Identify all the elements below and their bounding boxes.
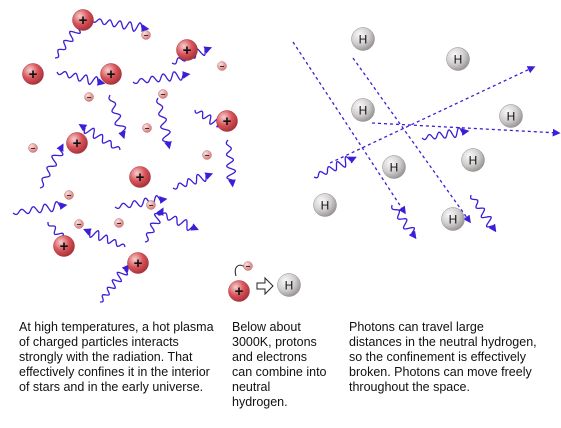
svg-text:−: −	[246, 262, 251, 271]
svg-text:−: −	[87, 93, 92, 102]
hydrogen-atom-icon: H	[277, 273, 301, 297]
svg-text:−: −	[205, 151, 210, 160]
hydrogen-atom-icon: H	[461, 148, 485, 172]
electron-minus-icon: −	[114, 218, 124, 228]
photon-wave-icon	[114, 195, 168, 210]
proton-plus-icon: +	[53, 235, 75, 257]
svg-text:+: +	[134, 255, 143, 272]
recombination-legend: − + H	[228, 261, 301, 302]
photon-wave-icon	[54, 21, 83, 59]
photon-wave-icon	[56, 70, 106, 86]
photon-wave-icon	[144, 207, 164, 243]
svg-text:H: H	[454, 53, 463, 67]
photon-path-line	[292, 41, 406, 215]
electron-minus-icon: −	[146, 200, 156, 210]
electron-minus-icon: −	[217, 61, 227, 71]
photon-wave-icon	[47, 222, 68, 244]
hydrogen-atom-icon: H	[351, 27, 375, 51]
photon-wave-icon	[132, 71, 191, 85]
electron-minus-icon: −	[141, 30, 151, 40]
svg-text:H: H	[359, 104, 368, 118]
svg-text:+: +	[73, 135, 82, 152]
svg-text:−: −	[67, 191, 72, 200]
svg-text:+: +	[235, 283, 244, 300]
svg-text:−: −	[144, 31, 149, 40]
svg-text:+: +	[79, 12, 88, 29]
photon-path-line	[329, 66, 536, 164]
svg-text:H: H	[285, 279, 294, 293]
electron-minus-icon: −	[64, 190, 74, 200]
photon-path-line	[352, 57, 471, 224]
hydrogen-atom-icon: H	[351, 98, 375, 122]
svg-text:−: −	[149, 201, 154, 210]
svg-text:−: −	[31, 144, 36, 153]
proton-plus-icon: +	[66, 132, 88, 154]
photon-wave-icon	[469, 194, 497, 233]
caption-plasma: At high temperatures, a hot plasma of ch…	[19, 320, 214, 394]
svg-text:−: −	[145, 124, 150, 133]
photon-wave-icon	[156, 211, 199, 232]
electron-minus-icon: −	[74, 219, 84, 229]
svg-text:+: +	[60, 238, 69, 255]
svg-text:+: +	[107, 66, 116, 83]
svg-text:H: H	[507, 110, 516, 124]
hydrogen-atom-icon: H	[313, 193, 337, 217]
photon-wave-icon	[421, 127, 470, 141]
proton-plus-icon: +	[72, 9, 94, 31]
svg-text:−: −	[77, 220, 82, 229]
photon-wave-icon	[83, 228, 126, 248]
photon-wave-icon	[313, 156, 357, 179]
photon-path-line	[371, 122, 561, 137]
proton-plus-icon: +	[22, 63, 44, 85]
svg-text:−: −	[161, 90, 166, 99]
photon-wave-icon	[156, 97, 172, 150]
proton-plus-icon: +	[100, 63, 122, 85]
svg-text:+: +	[223, 113, 232, 130]
svg-text:+: +	[29, 66, 38, 83]
svg-text:H: H	[359, 33, 368, 47]
svg-text:−: −	[220, 62, 225, 71]
svg-text:H: H	[449, 213, 458, 227]
photon-wave-icon	[78, 123, 121, 151]
photon-wave-icon	[108, 94, 127, 140]
photon-paths	[292, 41, 561, 224]
electron-minus-icon: −	[243, 261, 253, 271]
hydrogen-atom-icon: H	[446, 47, 470, 71]
electron-minus-icon: −	[28, 143, 38, 153]
hydrogen-atom-icon: H	[382, 155, 406, 179]
photon-wave-icon	[225, 139, 237, 188]
caption-recombination: Below about 3000K, protons and electrons…	[232, 320, 327, 409]
proton-plus-icon: +	[176, 39, 198, 61]
electron-minus-icon: −	[158, 89, 168, 99]
proton-plus-icon: +	[129, 166, 151, 188]
hollow-right-arrow-icon	[256, 276, 274, 296]
electron-minus-icon: −	[142, 123, 152, 133]
photon-waves	[12, 18, 497, 303]
photon-wave-icon	[100, 264, 130, 303]
hydrogen-atom-icon: H	[499, 104, 523, 128]
electron-minus-icon: −	[84, 92, 94, 102]
photon-wave-icon	[39, 143, 64, 189]
svg-text:H: H	[321, 199, 330, 213]
photon-wave-icon	[12, 201, 68, 216]
proton-plus-icon: +	[228, 280, 250, 302]
svg-text:+: +	[136, 169, 145, 186]
svg-text:H: H	[469, 154, 478, 168]
svg-text:+: +	[183, 42, 192, 59]
svg-text:H: H	[390, 161, 399, 175]
hydrogen-atom-icon: H	[441, 207, 465, 231]
electron-minus-icon: −	[202, 150, 212, 160]
photon-wave-icon	[172, 172, 214, 190]
svg-text:−: −	[117, 219, 122, 228]
caption-free-photons: Photons can travel large distances in th…	[349, 320, 537, 394]
proton-plus-icon: +	[127, 252, 149, 274]
proton-plus-icon: +	[216, 110, 238, 132]
photon-wave-icon	[391, 204, 417, 240]
photon-wave-icon	[194, 109, 225, 128]
photon-wave-icon	[91, 18, 150, 33]
